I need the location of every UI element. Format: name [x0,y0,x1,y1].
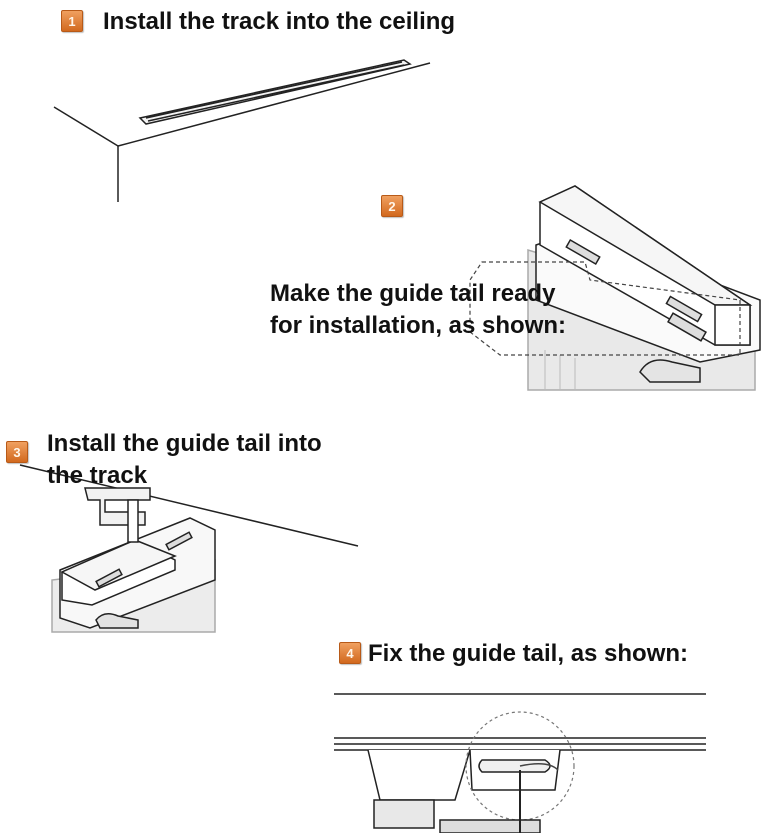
step-2-line-1: Make the guide tail ready [270,280,556,307]
step-4-number: 4 [346,645,354,661]
callout-dashed-outline [469,261,741,356]
step-3-label: Install the guide tail into the track [47,428,322,492]
step-4-text: Fix the guide tail, as shown: [368,640,689,667]
step-2-badge: 2 [381,195,403,217]
step-2-number: 2 [388,198,396,214]
guide-tail-illustration [527,185,761,391]
step-1-text: Install the track into the ceiling [103,8,456,35]
step-4-badge: 4 [339,642,361,664]
step-3-line-2: the track [47,462,148,489]
step-2-line-2: for installation, as shown: [270,312,567,339]
step-3-line-1: Install the guide tail into [47,430,322,457]
step-1-badge: 1 [61,10,83,32]
step-3-badge: 3 [6,441,28,463]
step-3-number: 3 [13,444,21,460]
guide-tail-in-track-illustration [19,464,359,633]
step-1-label: Install the track into the ceiling [103,6,455,38]
step-2-label: Make the guide tail ready for installati… [270,278,566,342]
step-4-label: Fix the guide tail, as shown: [368,638,688,670]
step-1-number: 1 [68,13,76,29]
ceiling-track-illustration [53,59,431,202]
fix-guide-tail-illustration [334,693,706,833]
